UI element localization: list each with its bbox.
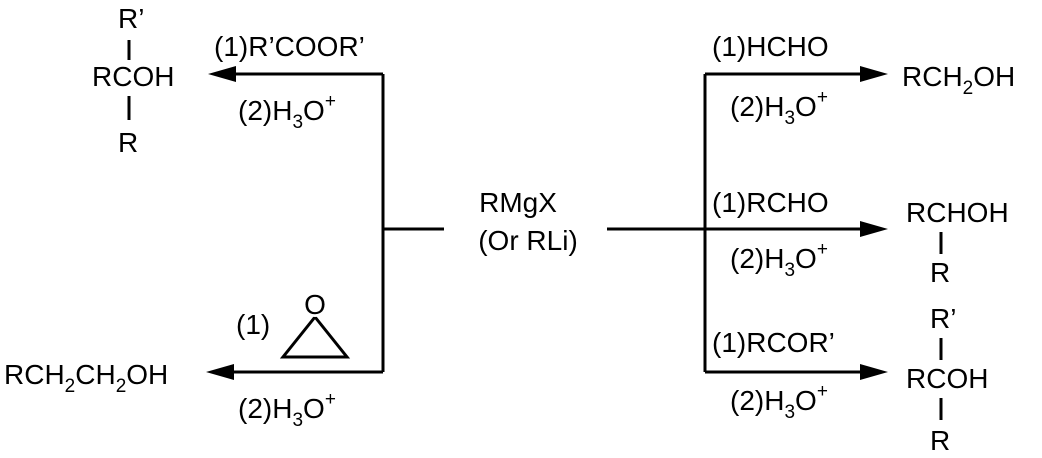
organolithium-alternative-label: (Or RLi): [478, 225, 578, 256]
ester-product-top-substituent: R’: [118, 3, 144, 34]
aldehyde-hydrolysis-label: (2)H3O+: [730, 239, 828, 281]
aldehyde-product-secondary-alcohol: RCHOH: [906, 197, 1009, 228]
ketone-product-tertiary-alcohol: RCOH: [906, 363, 988, 394]
ketone-product-top-substituent: R’: [930, 303, 956, 334]
epoxide-ring-atom-gap: [302, 291, 328, 317]
formaldehyde-reagent-label: (1)HCHO: [712, 31, 829, 62]
formaldehyde-hydrolysis-label: (2)H3O+: [730, 87, 828, 129]
ester-product-bottom-substituent: R: [118, 127, 138, 158]
ketone-product-bottom-substituent: R: [930, 425, 950, 456]
grignard-reagent-label: RMgX: [479, 187, 557, 218]
epoxide-product-primary-alcohol: RCH2CH2OH: [4, 359, 168, 397]
aldehyde-reagent-label: (1)RCHO: [712, 187, 829, 218]
ketone-reagent-label: (1)RCOR’: [712, 327, 835, 358]
epoxide-oxygen-atom: O: [304, 289, 326, 320]
epoxide-step-label: (1): [236, 309, 270, 340]
aldehyde-product-bottom-substituent: R: [930, 257, 950, 288]
ketone-hydrolysis-label: (2)H3O+: [730, 381, 828, 423]
formaldehyde-product-primary-alcohol: RCH2OH: [902, 61, 1015, 99]
ketone-arrow-head: [860, 364, 888, 380]
ester-product-tertiary-alcohol: RCOH: [92, 61, 174, 92]
ester-arrow-head: [208, 66, 236, 82]
ester-reagent-label: (1)R’COOR’: [214, 31, 365, 62]
epoxide-ring: [279, 314, 351, 359]
epoxide-hydrolysis-label: (2)H3O+: [238, 389, 336, 431]
epoxide-arrow-head: [206, 364, 234, 380]
aldehyde-arrow-head: [860, 221, 888, 237]
formaldehyde-arrow-head: [860, 66, 888, 82]
ester-hydrolysis-label: (2)H3O+: [238, 91, 336, 133]
